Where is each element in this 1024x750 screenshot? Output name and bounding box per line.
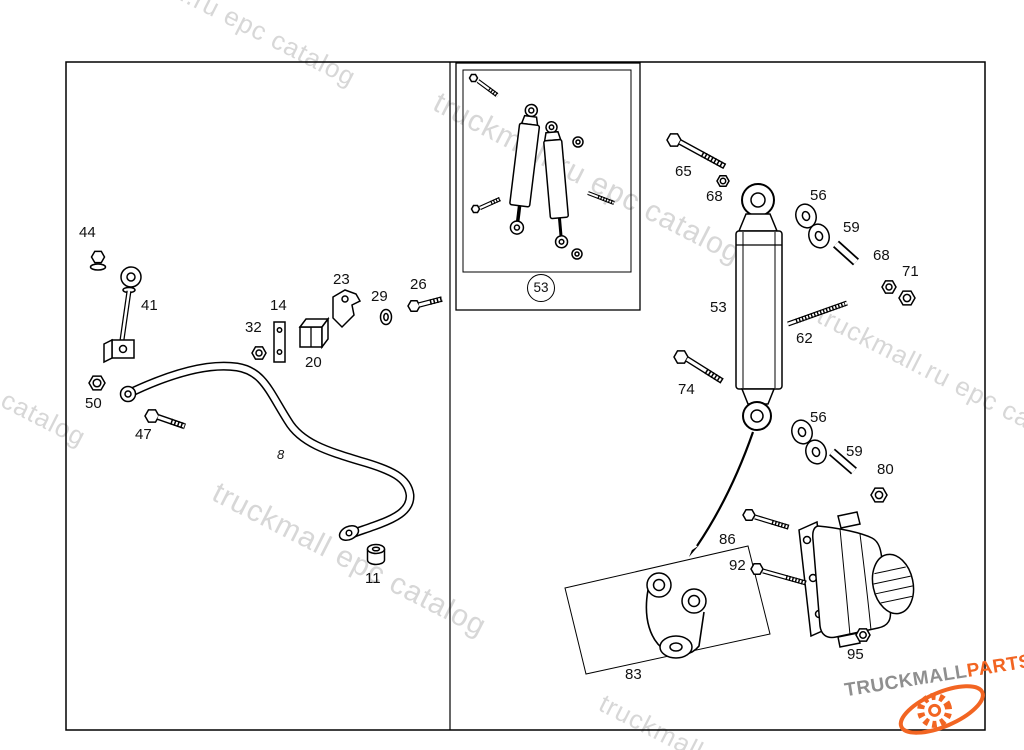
part-label-53: 53 [710,299,727,316]
inset-rod [587,191,615,205]
part-label-14: 14 [270,297,287,314]
part-label-47: 47 [135,426,152,443]
part-label-83: 83 [625,666,642,683]
bushing-56-upper [795,203,830,249]
part-label-92: 92 [729,557,746,574]
bolt-86 [742,509,790,530]
nut-80 [870,487,888,503]
outer-border [65,61,986,731]
part-label-86: 86 [719,531,736,548]
part-label-62: 62 [796,330,813,347]
part-label-23: 23 [333,271,350,288]
shock-absorber-53 [735,183,783,431]
part-label-74: 74 [678,381,695,398]
bolt-92 [750,563,808,586]
part-label-11: 11 [365,570,381,587]
bracket-83 [645,572,707,659]
part-label-44: 44 [79,224,96,241]
bolt-74 [673,350,725,385]
compressor [798,511,915,648]
part-label-59-upper: 59 [843,219,860,236]
nut-50 [88,375,106,391]
part-label-50: 50 [85,395,102,412]
nut-95 [855,628,871,642]
gear-swoosh-icon [898,684,985,735]
part-label-59-lower: 59 [846,443,863,460]
part-label-80: 80 [877,461,894,478]
pin-59-upper [832,240,860,266]
bolt-65 [666,133,727,170]
rod-62 [787,300,848,327]
part-label-8: 8 [277,447,285,462]
pin-59-lower [829,448,857,475]
bolt-47 [144,409,186,430]
part-label-29: 29 [371,288,388,305]
bushing-56-lower [791,419,827,465]
inset-bolt-bottom [470,196,502,214]
part-label-65: 65 [675,163,692,180]
part-label-20: 20 [305,354,322,371]
nut-68-upper [716,175,730,187]
inset-rings [571,136,584,260]
part-label-41: 41 [141,297,158,314]
part-label-56-lower: 56 [810,409,827,426]
brand-logo: TRUCKMALLPARTS [838,634,1024,750]
stabilizer-bar [119,361,415,542]
nut-68-lower [881,280,897,294]
part-label-26: 26 [410,276,427,293]
part-label-56-upper: 56 [810,187,827,204]
inset-box [455,62,641,311]
part-label-68-lower: 68 [873,247,890,264]
pointer-arrow [689,431,755,557]
end-bushing-11 [366,543,386,566]
mounting-plane [564,545,771,675]
inset-shock-b [543,120,569,249]
stabilizer-link [89,250,142,364]
inset-shock-a [509,103,541,235]
part-label-68-upper: 68 [706,188,723,205]
nut-71 [898,290,916,306]
inset-badge-53: 53 [527,274,555,302]
part-label-95: 95 [847,646,864,663]
part-label-71: 71 [902,263,919,280]
part-label-32: 32 [245,319,262,336]
inset-bolt-top [468,73,500,98]
clamp-assembly [251,289,444,363]
